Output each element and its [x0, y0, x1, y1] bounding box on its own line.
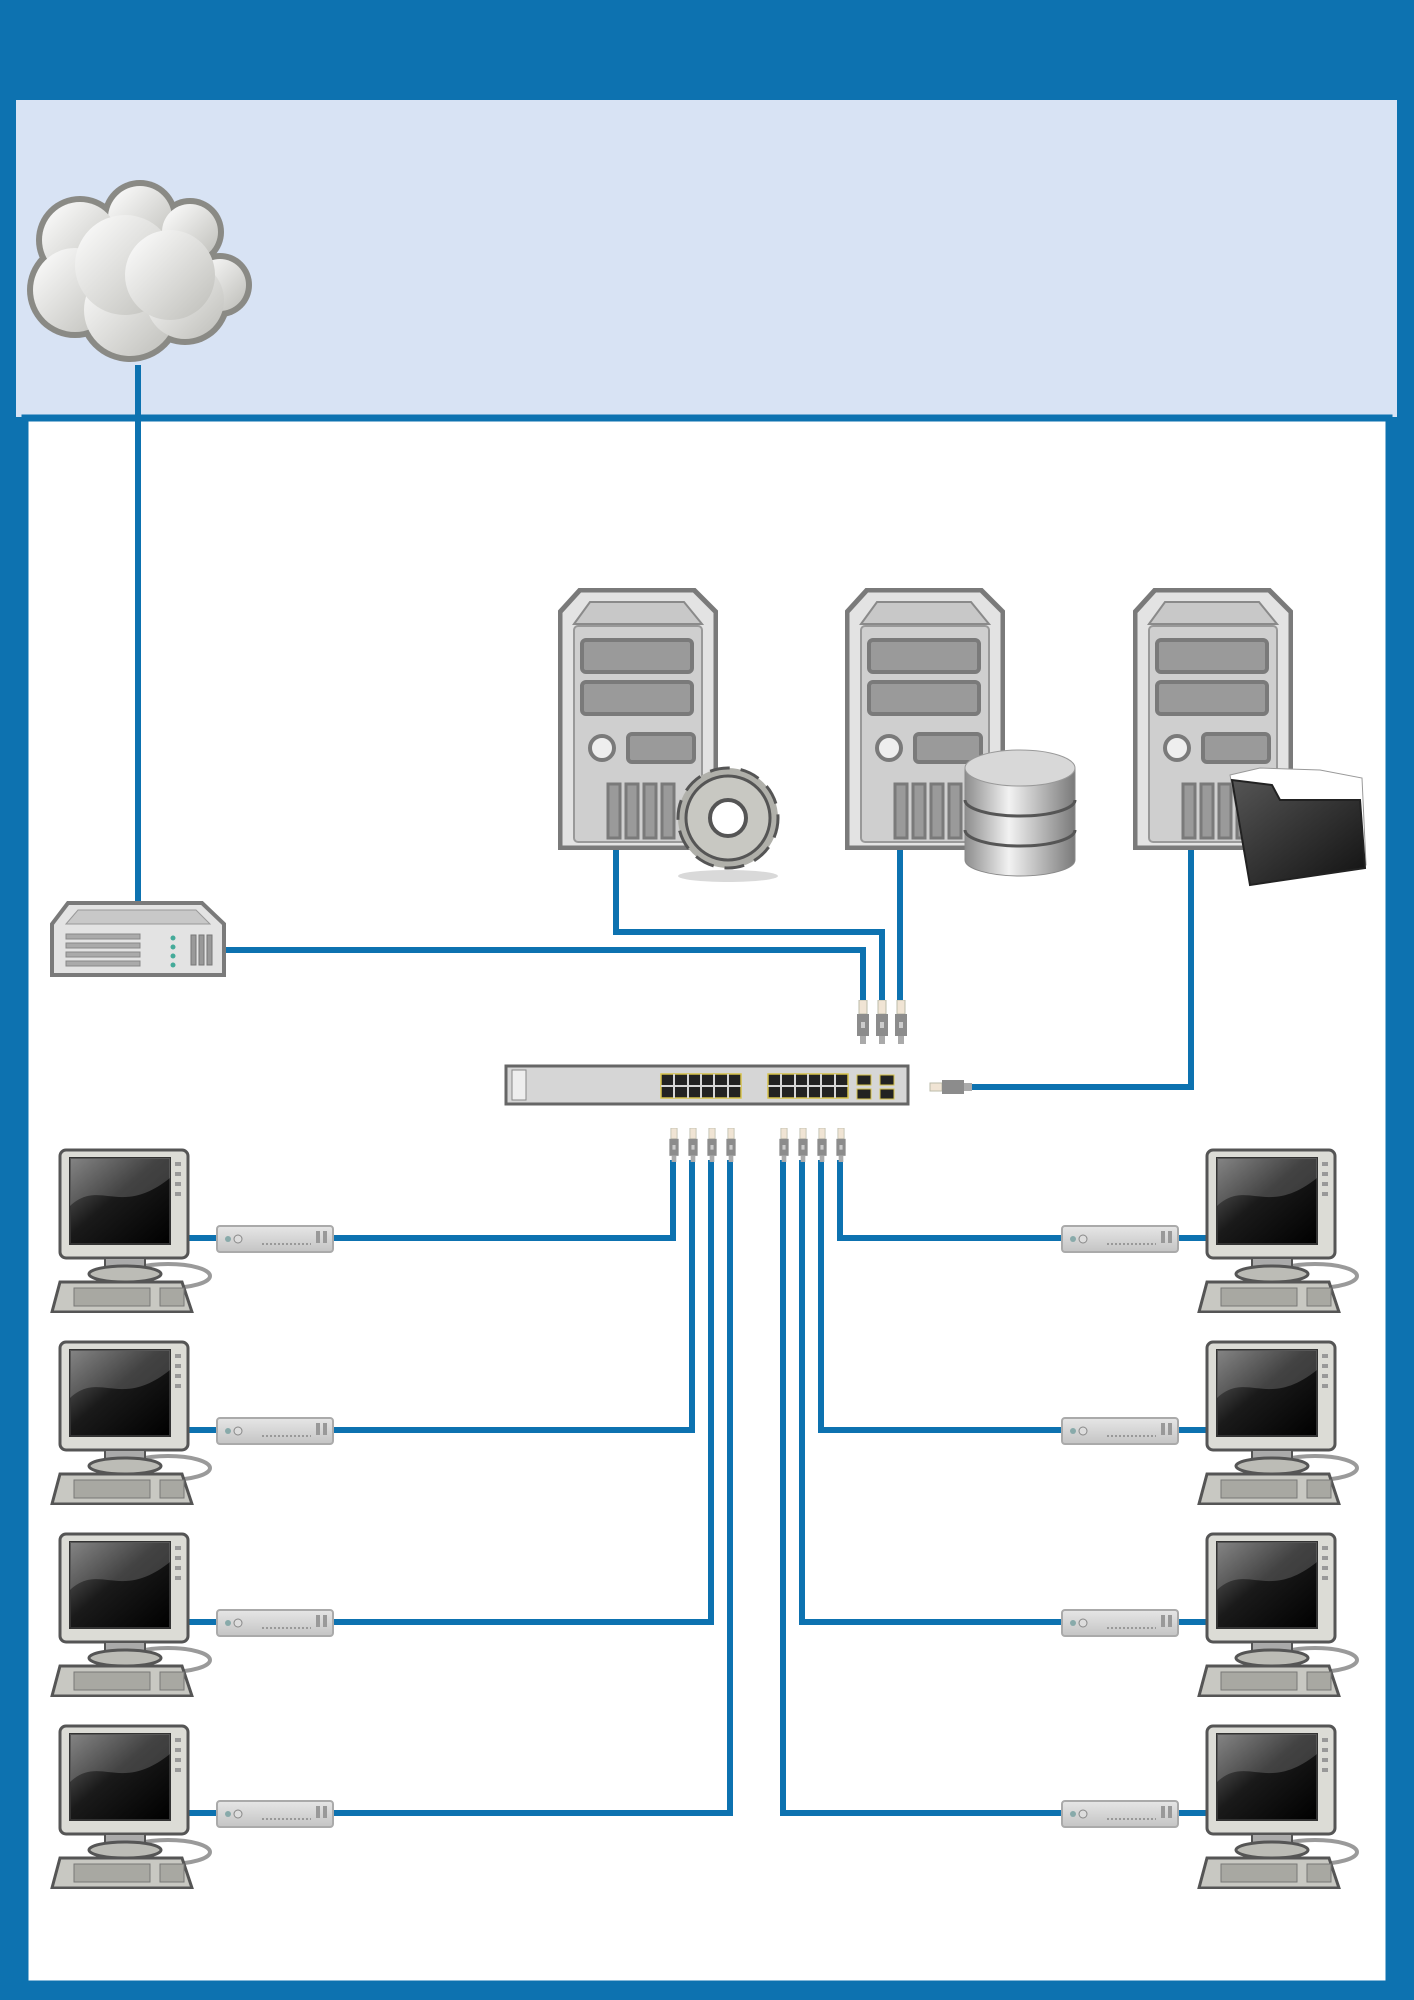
media-converter-icon — [1061, 1225, 1179, 1253]
file-server — [1135, 590, 1367, 887]
workstation-icon — [1197, 1148, 1359, 1313]
cable-right-2 — [818, 1160, 1062, 1433]
workstation-icon — [1197, 1724, 1359, 1889]
cable-app-server-switch — [613, 850, 885, 1002]
workstation-icon — [1197, 1532, 1359, 1697]
cable-right-4 — [780, 1160, 1062, 1816]
rj45-connector-icon — [929, 1080, 972, 1094]
cable-router-switch — [224, 947, 866, 1002]
router-icon — [50, 901, 226, 977]
media-converter-icon — [1061, 1800, 1179, 1828]
external-zone — [16, 100, 1397, 417]
cables — [135, 365, 1206, 1816]
media-converter-icon — [216, 1800, 334, 1828]
cable-left-1 — [332, 1160, 676, 1241]
folder-icon — [1229, 767, 1367, 887]
cable-left-2 — [332, 1160, 695, 1433]
media-converter-icon — [216, 1225, 334, 1253]
workstation-icon — [50, 1532, 212, 1697]
media-converter-icon — [216, 1417, 334, 1445]
database-server — [847, 590, 1077, 877]
network-switch-icon — [504, 1064, 910, 1106]
workstation-icon — [1197, 1340, 1359, 1505]
cable-file-server-switch — [970, 850, 1194, 1090]
gear-icon — [676, 766, 780, 882]
workstation-icon — [50, 1148, 212, 1313]
cable-left-3 — [332, 1160, 714, 1625]
media-converter-icon — [216, 1609, 334, 1637]
cable-right-3 — [799, 1160, 1062, 1625]
workstation-icon — [50, 1340, 212, 1505]
database-icon — [963, 749, 1077, 877]
application-server — [560, 590, 780, 882]
cable-right-1 — [837, 1160, 1062, 1241]
workstation-icon — [50, 1724, 212, 1889]
cable-left-4 — [332, 1160, 733, 1816]
cloud-icon — [27, 180, 252, 362]
media-converter-icon — [1061, 1609, 1179, 1637]
media-converter-icon — [1061, 1417, 1179, 1445]
